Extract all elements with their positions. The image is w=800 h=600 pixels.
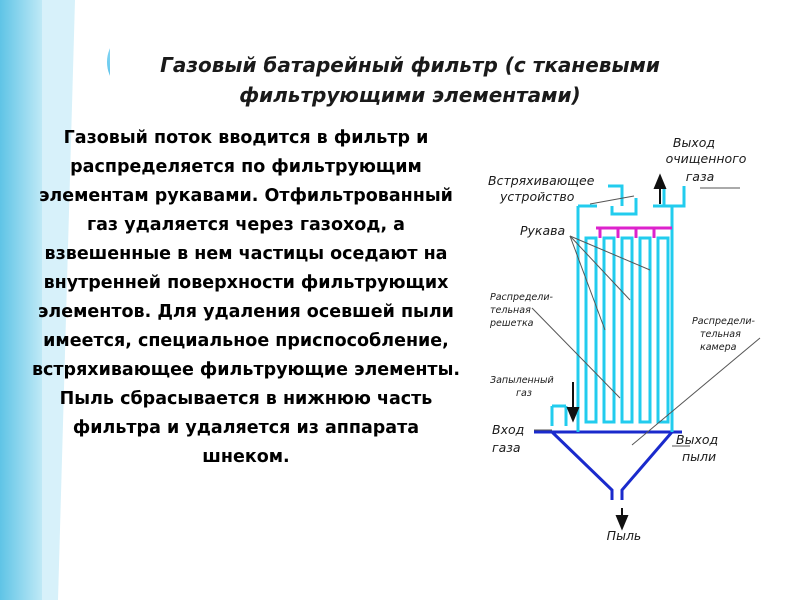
filter-housing [576, 204, 674, 432]
label-grid-3: решетка [489, 318, 534, 329]
description-text: Газовый поток вводится в фильтр и распре… [31, 128, 461, 467]
label-outlet-clean-1: Выход [673, 135, 715, 150]
side-decoration [0, 0, 110, 600]
shaker-device [608, 184, 638, 216]
inlet-pipe [550, 404, 568, 426]
decor-circle [107, 48, 110, 76]
label-dust-out-1: Выход [676, 432, 718, 447]
filter-diagram: Выход очищенного газа Встряхивающее устр… [488, 135, 761, 543]
flow-arrows [566, 173, 667, 531]
slide-title: Газовый батарейный фильтр (с тканевыми ф… [160, 53, 660, 107]
label-grid-2: тельная [490, 305, 531, 316]
hopper [534, 430, 682, 500]
label-grid-1: Распредели- [490, 292, 554, 303]
label-sleeves: Рукава [520, 223, 565, 238]
label-chamber-3: камера [700, 342, 737, 353]
diagram-labels: Выход очищенного газа Встряхивающее устр… [488, 135, 756, 543]
label-outlet-clean-3: газа [686, 169, 715, 184]
leader-lines [531, 187, 761, 447]
label-dusty-2: газ [516, 388, 532, 399]
filter-sleeves [584, 236, 670, 424]
label-shaker-1: Встряхивающее [488, 173, 595, 188]
label-inlet-2: газа [492, 440, 521, 455]
label-dust: Пыль [607, 528, 642, 543]
label-chamber-1: Распредели- [692, 316, 756, 327]
label-dust-out-2: пыли [682, 449, 716, 464]
label-chamber-2: тельная [700, 329, 741, 340]
label-inlet-1: Вход [492, 422, 524, 437]
label-shaker-2: устройство [499, 189, 575, 204]
label-dusty-1: Запыленный [490, 375, 554, 386]
sleeve-manifold [596, 226, 672, 238]
label-outlet-clean-2: очищенного [666, 151, 747, 166]
outlet-duct [660, 186, 686, 208]
